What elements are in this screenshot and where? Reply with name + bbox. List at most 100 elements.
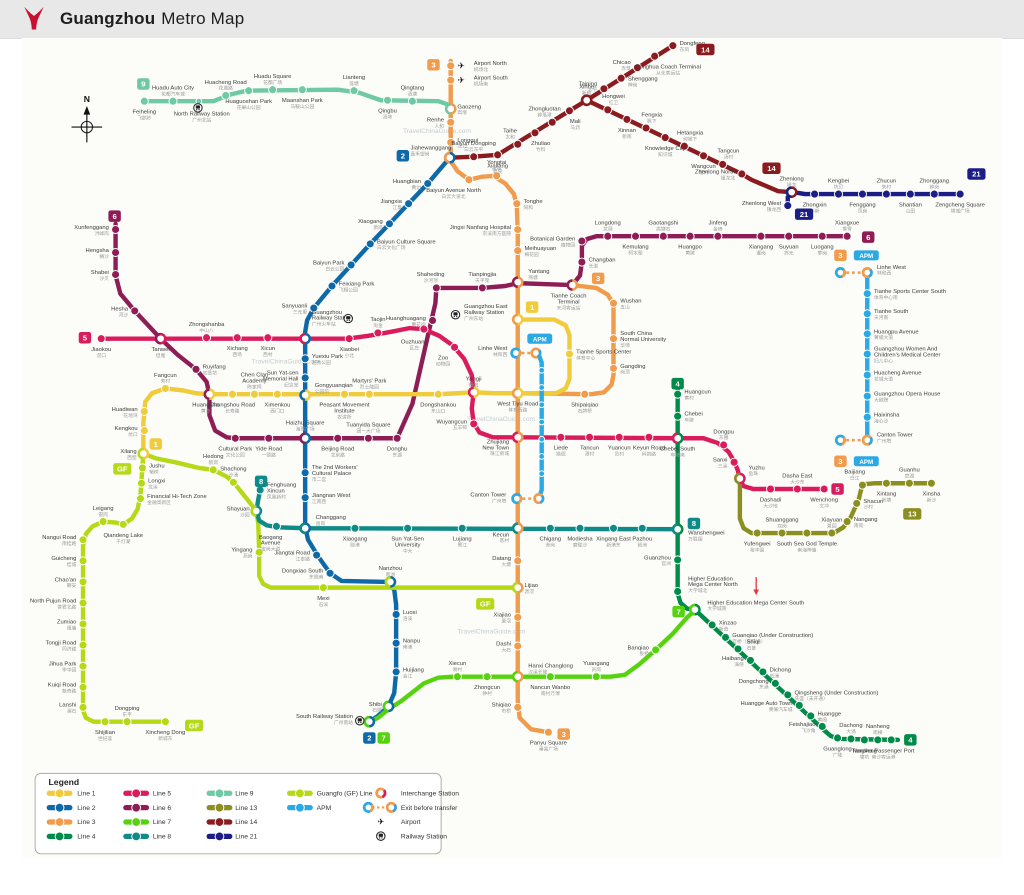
line-5-badge <box>831 483 844 495</box>
exit-before-transfer-arc <box>834 434 846 446</box>
station-wuyangcun <box>469 419 479 429</box>
station-panyu-square <box>543 727 553 737</box>
station-luoxi <box>391 609 401 619</box>
station-cultural-park <box>230 433 240 443</box>
station-xiangang <box>756 231 766 241</box>
station-xicun <box>263 333 273 343</box>
legend-interchange-station: Interchange Station <box>375 787 459 799</box>
line-badge-label: 2 <box>401 152 405 161</box>
station-xichang <box>232 333 242 343</box>
station-x <box>538 384 546 391</box>
interchange-ring <box>785 186 798 199</box>
station-airport-north <box>446 61 456 71</box>
station-x <box>538 366 546 374</box>
station-guangzhou-women-and-children-s-medical-center <box>862 349 872 359</box>
line-APM-badge <box>527 333 553 344</box>
legend-item-line-9: Line 9 <box>206 788 254 799</box>
airport-icon: ✈ <box>458 75 466 85</box>
station-zhenlong-west <box>783 201 793 211</box>
interchange-ring <box>154 332 167 345</box>
station-qingsheng-under-construction <box>783 690 793 700</box>
compass-icon: N <box>71 94 103 143</box>
line-GF-badge <box>113 463 132 475</box>
station-dongchong <box>770 678 780 688</box>
map-icons: ✈✈N <box>71 61 873 726</box>
interchange-ring <box>511 670 524 683</box>
station-peasant-movement-institute <box>339 389 349 399</box>
station-shacun <box>852 498 862 508</box>
interchange-ring <box>689 603 701 616</box>
station-label: Guanqiao (Under Construction)官桥（未开通） <box>732 633 813 645</box>
station-zumiao <box>78 619 88 629</box>
station-jinfeng <box>713 231 723 241</box>
svg-text:✈: ✈ <box>377 817 385 827</box>
interchange-ring <box>580 94 593 107</box>
station-huangge-auto-town <box>794 700 804 710</box>
station-modiesha <box>575 523 585 533</box>
station-dashi <box>513 641 523 651</box>
station-shiqi <box>733 644 743 654</box>
legend-item-line-14: Line 14 <box>206 817 257 827</box>
station-xiaogang <box>384 219 394 229</box>
station-feishajiao <box>817 721 827 731</box>
station-knowledge-city <box>660 133 670 143</box>
station-meihuayuan <box>513 246 523 256</box>
line-1-badge <box>149 438 163 450</box>
legend-item-line-5: Line 5 <box>123 788 171 799</box>
station-beijing-road <box>333 433 343 443</box>
watermark: TravelChinaGuide.com <box>403 128 472 135</box>
station-xiecun <box>452 672 462 682</box>
interchange-ring <box>511 431 524 444</box>
exit-before-transfer-arc <box>861 267 873 279</box>
legend-item-line-3: Line 3 <box>46 817 96 827</box>
railway-icon <box>343 313 354 324</box>
station-dasha-east <box>792 484 802 494</box>
station-dongpu <box>719 440 729 450</box>
station-guangzhou-opera-house <box>862 391 872 401</box>
legend-exit-before-transfer: Exit before transfer <box>362 801 458 813</box>
station-shabei <box>111 270 121 280</box>
station-nanpu <box>391 638 401 648</box>
line-badge-label: 21 <box>800 210 809 219</box>
station-longdong <box>603 231 613 241</box>
station-higher-education-mega-center-north <box>673 586 683 596</box>
station-chebei <box>673 411 683 421</box>
line-badge-label: 3 <box>562 730 566 739</box>
station-huanghuagang <box>428 315 438 325</box>
station-x <box>538 418 546 426</box>
line-2-badge <box>396 150 410 162</box>
